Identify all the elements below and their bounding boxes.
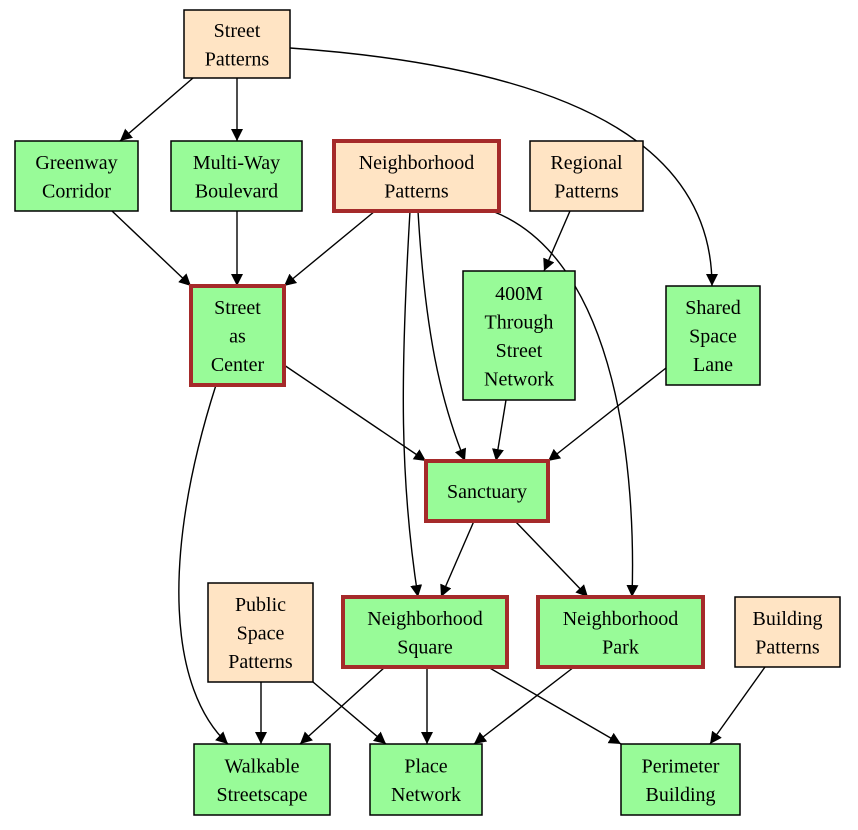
node-box-street-as-center (189, 284, 286, 387)
edge-neighborhood-patterns-to-street-as-center (283, 210, 376, 287)
node-box-walkable-streetscape (193, 743, 331, 816)
node-box-neighborhood-square (341, 595, 509, 669)
node-box-regional-patterns (529, 140, 644, 212)
node-label-through-street-network-line-1: 400M (495, 283, 543, 305)
edge-sanctuary-to-neighborhood-park (514, 520, 589, 598)
node-box-shared-space-lane (665, 285, 761, 386)
node-box-greenway-corridor (14, 140, 139, 212)
edge-neighborhood-patterns-to-neighborhood-square (402, 210, 423, 598)
node-sanctuary[interactable]: Sanctuary (424, 459, 550, 523)
edge-building-patterns-to-perimeter-building (709, 666, 766, 745)
edge-sanctuary-to-neighborhood-square (440, 520, 475, 598)
nodes-layer: StreetPatternsGreenwayCorridorMulti-WayB… (14, 9, 841, 816)
node-label-regional-patterns-line-1: Regional (550, 152, 623, 174)
node-box-multi-way-boulevard (170, 140, 303, 212)
node-label-perimeter-building-line-1: Perimeter (642, 755, 720, 777)
node-label-neighborhood-park-line-1: Neighborhood (563, 608, 679, 630)
edge-regional-patterns-to-through-street-network (543, 210, 571, 272)
edge-street-patterns-to-shared-space-lane (289, 47, 718, 287)
node-box-sanctuary (424, 459, 550, 523)
edge-neighborhood-square-to-perimeter-building (487, 666, 622, 745)
node-label-neighborhood-patterns-line-1: Neighborhood (359, 152, 475, 174)
node-label-through-street-network-line-2: Through (485, 311, 554, 333)
node-label-place-network-line-1: Place (404, 755, 447, 777)
node-label-building-patterns-line-2: Patterns (755, 636, 820, 658)
node-box-neighborhood-park (536, 595, 705, 669)
edge-street-as-center-to-sanctuary (283, 364, 427, 462)
node-label-shared-space-lane-line-3: Lane (693, 354, 733, 376)
edge-greenway-corridor-to-street-as-center (111, 210, 192, 287)
edge-shared-space-lane-to-sanctuary (547, 367, 667, 462)
node-label-walkable-streetscape-line-2: Streetscape (216, 784, 307, 806)
node-box-street-patterns (183, 9, 291, 79)
edge-through-street-network-to-sanctuary (492, 399, 507, 462)
node-label-greenway-corridor-line-1: Greenway (35, 152, 117, 174)
node-box-neighborhood-patterns (332, 139, 501, 213)
node-box-public-space-patterns (207, 582, 314, 683)
node-label-shared-space-lane-line-2: Space (689, 326, 737, 348)
edge-neighborhood-patterns-to-neighborhood-park (491, 210, 639, 598)
node-label-public-space-patterns-line-2: Space (237, 623, 285, 645)
edge-street-as-center-to-walkable-streetscape (178, 384, 229, 745)
node-label-public-space-patterns-line-3: Patterns (228, 651, 293, 673)
node-label-street-as-center-line-3: Center (211, 354, 265, 376)
node-label-greenway-corridor-line-2: Corridor (42, 180, 111, 202)
edge-neighborhood-patterns-to-sanctuary (417, 210, 467, 462)
node-box-through-street-network (462, 270, 576, 401)
node-label-multi-way-boulevard-line-1: Multi-Way (193, 152, 280, 174)
node-label-public-space-patterns-line-1: Public (235, 594, 286, 616)
node-label-shared-space-lane-line-1: Shared (685, 297, 741, 319)
node-label-street-patterns-line-2: Patterns (205, 48, 270, 70)
edge-neighborhood-park-to-place-network (473, 666, 575, 745)
node-label-neighborhood-park-line-2: Park (602, 636, 639, 658)
node-label-place-network-line-2: Network (391, 784, 461, 806)
node-label-walkable-streetscape-line-1: Walkable (224, 755, 299, 777)
edge-street-patterns-to-greenway-corridor (119, 77, 194, 142)
node-label-through-street-network-line-3: Street (496, 340, 543, 362)
node-label-regional-patterns-line-2: Patterns (554, 180, 619, 202)
edges-layer (111, 47, 766, 745)
node-box-perimeter-building (620, 743, 741, 816)
node-label-multi-way-boulevard-line-2: Boulevard (195, 180, 278, 202)
node-label-perimeter-building-line-2: Building (645, 784, 715, 806)
node-label-street-as-center-line-1: Street (214, 297, 261, 319)
node-label-through-street-network-line-4: Network (484, 368, 554, 390)
node-box-building-patterns (734, 596, 841, 668)
node-label-neighborhood-square-line-1: Neighborhood (367, 608, 483, 630)
node-label-neighborhood-square-line-2: Square (397, 636, 453, 658)
edge-neighborhood-square-to-walkable-streetscape (299, 666, 386, 745)
node-label-street-as-center-line-2: as (229, 326, 246, 348)
node-label-building-patterns-line-1: Building (752, 608, 822, 630)
node-label-street-patterns-line-1: Street (214, 20, 261, 42)
node-box-place-network (369, 743, 483, 816)
node-label-sanctuary-line-1: Sanctuary (447, 481, 527, 503)
node-label-neighborhood-patterns-line-2: Patterns (384, 180, 449, 202)
edge-public-space-patterns-to-place-network (312, 681, 387, 745)
